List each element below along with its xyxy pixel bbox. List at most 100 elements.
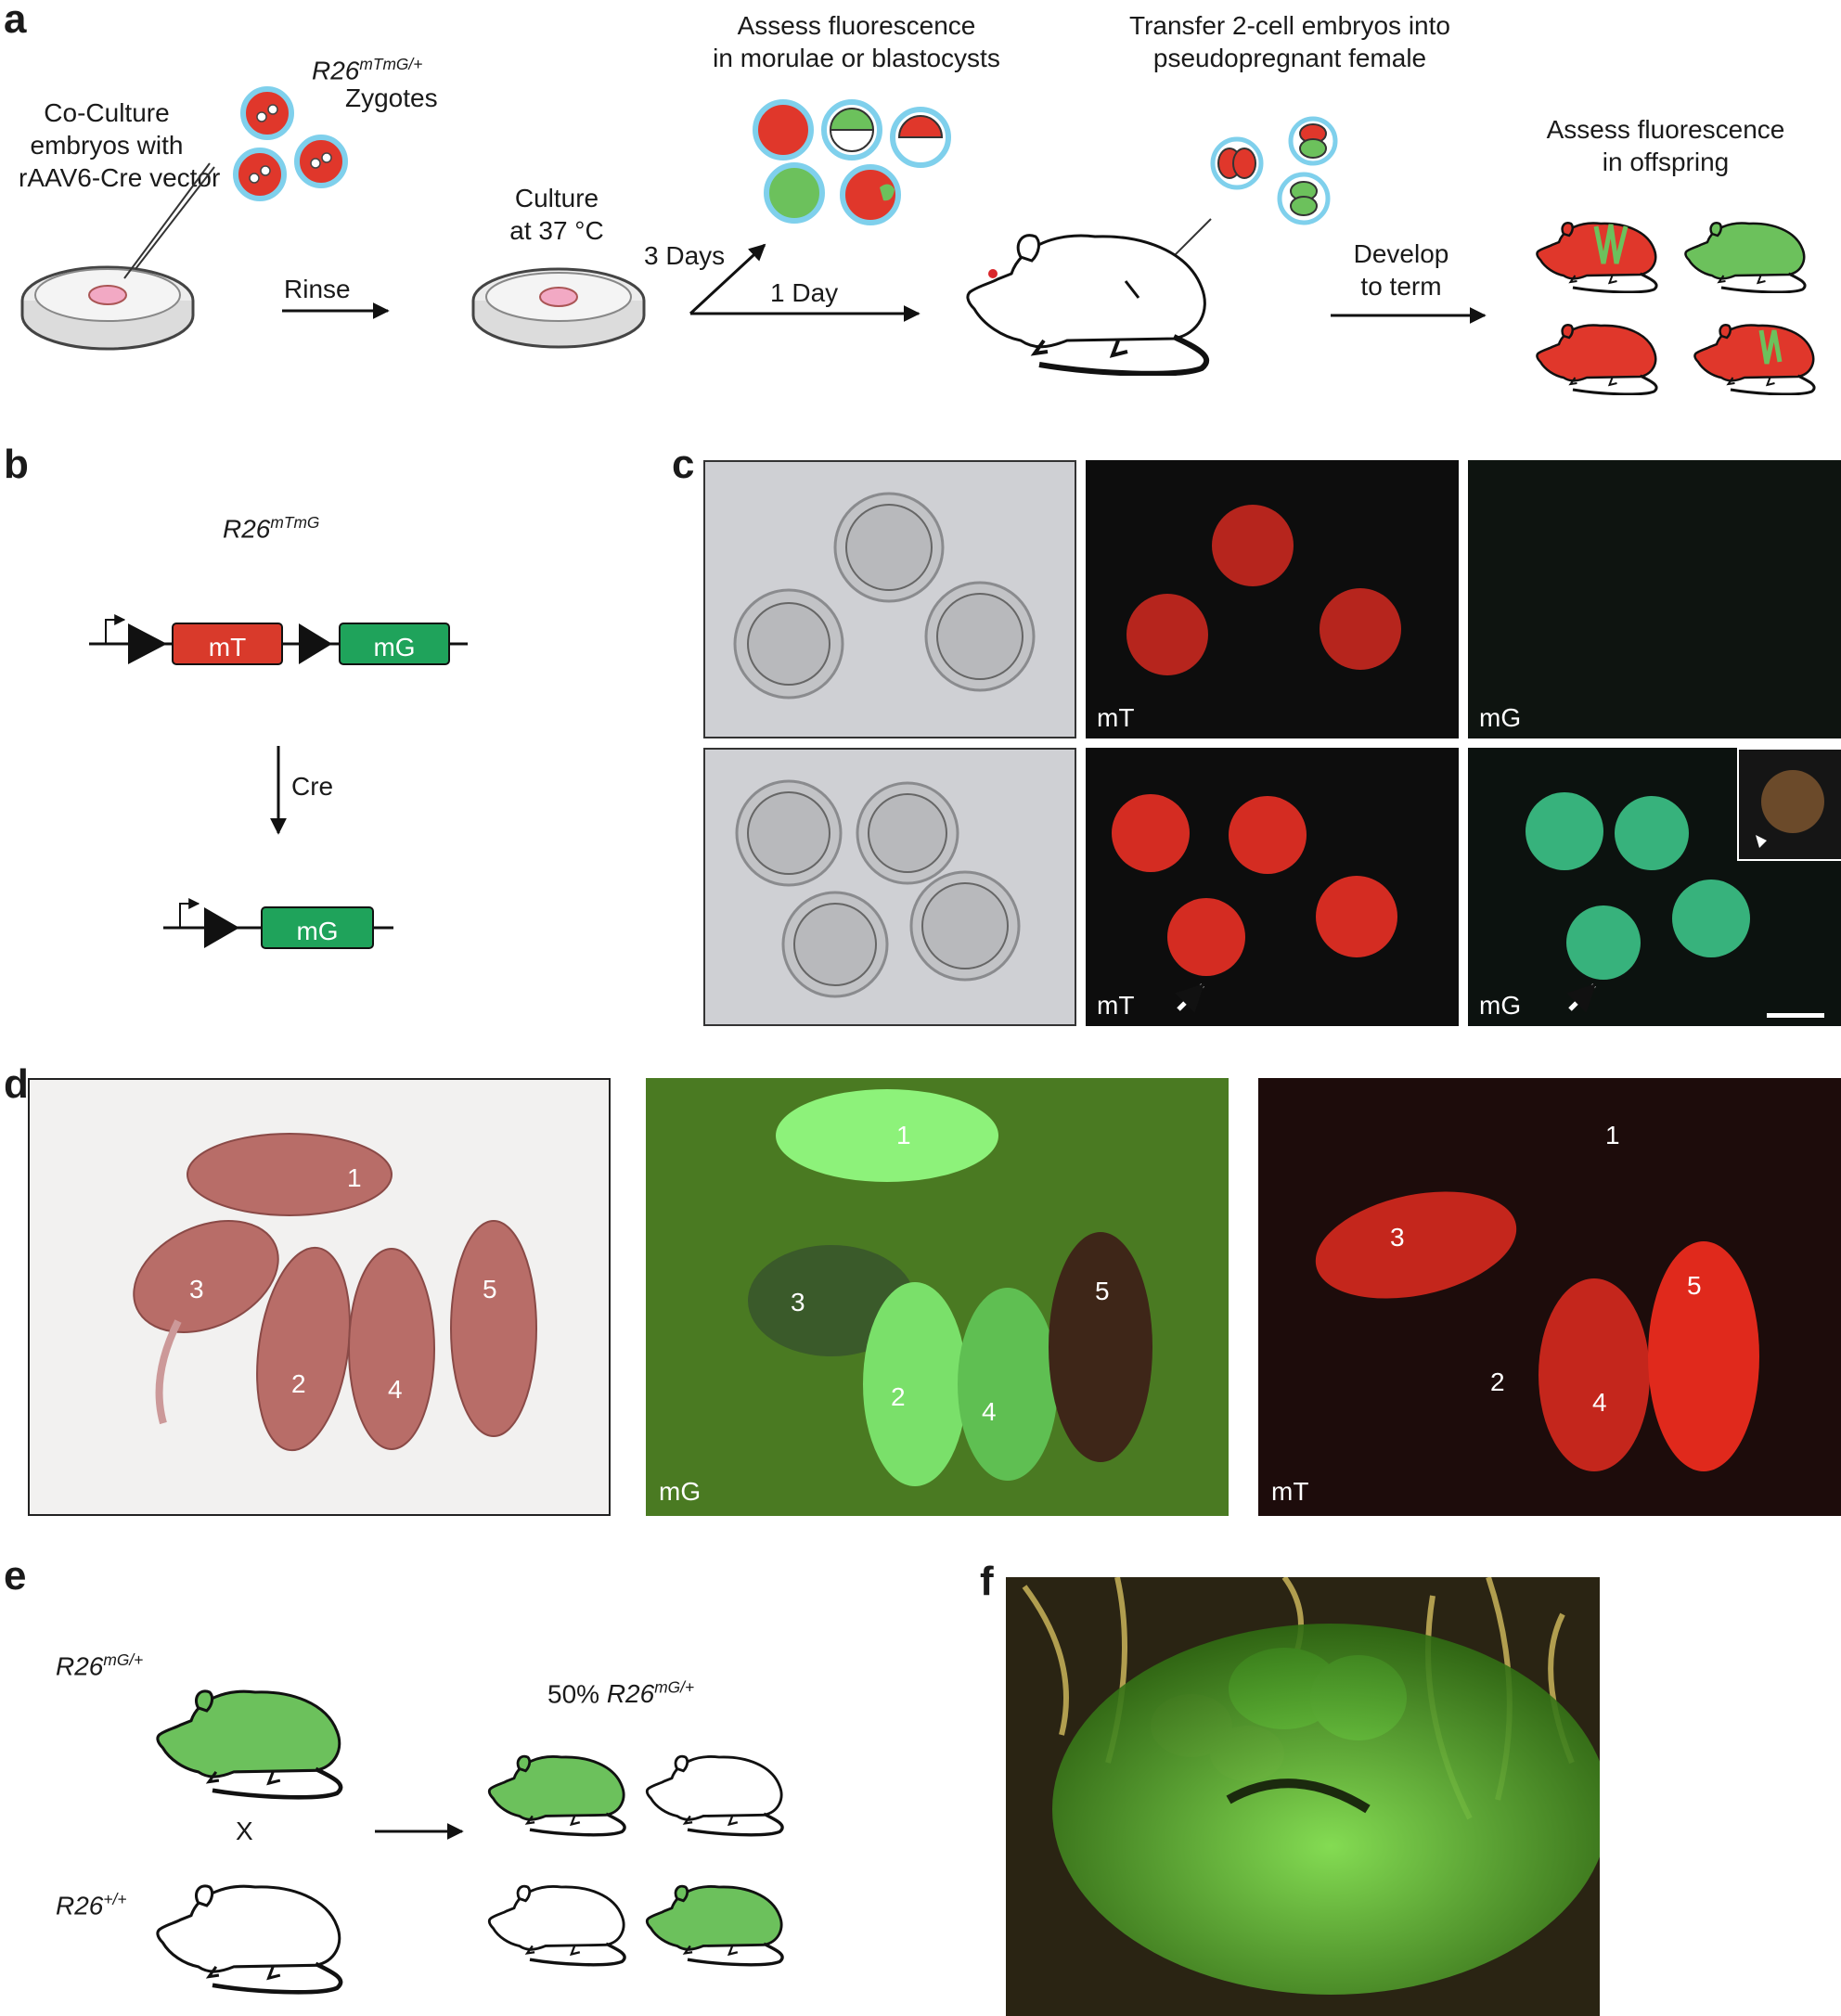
assess-embryo-line-2: in morulae or blastocysts (713, 44, 1000, 72)
culture-dish-1 (20, 162, 215, 351)
d-bf-number-2: 2 (291, 1369, 306, 1398)
offspring-e-white-1 (645, 1754, 784, 1837)
offspring-mouse-green (1683, 221, 1807, 293)
f-nest-scene (1022, 1577, 1600, 1995)
c-mG-inset (1737, 748, 1841, 861)
parent1-base: R26 (56, 1651, 104, 1681)
d-mG-number-2: 2 (891, 1382, 906, 1411)
c-brightfield-top (703, 460, 1076, 738)
box-mT-label: mT (208, 633, 247, 661)
parent1-sup: mG/+ (103, 1650, 144, 1669)
scale-bar (1767, 1013, 1824, 1018)
cre-label: Cre (291, 772, 334, 801)
allele-base: R26 (223, 514, 271, 544)
allele-sup: mTmG (270, 513, 320, 532)
d-pups-mG (748, 1089, 1152, 1486)
d-mT-label: mT (1271, 1477, 1309, 1506)
c-mG-arrow-icon (1566, 982, 1597, 1013)
result-genotype-base: R26 (606, 1679, 655, 1709)
offspring-e-green-2 (645, 1884, 784, 1967)
one-day-label: 1 Day (770, 278, 839, 307)
culture-label: Culture at 37 °C (487, 182, 626, 247)
d-pups-mT (1315, 1191, 1759, 1471)
panel-letter-d: d (4, 1061, 29, 1107)
two-cell-embryos (1126, 116, 1338, 303)
d-pups-brightfield (133, 1133, 537, 1452)
c-brightfield-bottom (703, 748, 1076, 1026)
d-mT-number-4: 4 (1592, 1388, 1607, 1417)
c-brightfield-bottom-embryos (735, 779, 1021, 998)
culture-line-1: Culture (514, 184, 599, 212)
parent2-base: R26 (56, 1891, 104, 1920)
three-days-label: 3 Days (644, 241, 726, 270)
c-mT-top-label: mT (1097, 703, 1135, 732)
c-mG-bottom: mG (1468, 748, 1841, 1026)
result-label: 50% R26mG/+ (547, 1672, 694, 1710)
c-mT-top: mT (1086, 460, 1459, 738)
d-mG-number-5: 5 (1095, 1277, 1110, 1305)
rinse-arrow (282, 302, 390, 319)
d-mG-number-3: 3 (791, 1288, 805, 1316)
develop-line-1: Develop (1353, 239, 1449, 268)
offspring-mouse-red (1535, 323, 1658, 395)
d-mG-number-4: 4 (982, 1397, 997, 1426)
offspring-mouse-mosaic-1 (1535, 221, 1658, 293)
box-mG2-label: mG (296, 917, 339, 945)
box-mG-label: mG (373, 633, 416, 661)
c-brightfield-top-embryos (733, 492, 1036, 700)
offspring-mouse-mosaic-2 (1693, 323, 1816, 395)
zygotes-genotype: R26mTmG/+ (312, 48, 422, 86)
assess-offspring-label: Assess fluorescence in offspring (1522, 113, 1809, 178)
embryo-illustration (753, 99, 951, 225)
d-mT-number-3: 3 (1390, 1223, 1405, 1252)
d-bf-number-5: 5 (483, 1275, 497, 1303)
d-mG-number-1: 1 (896, 1121, 911, 1149)
coculture-label: Co-Culture embryos with rAAV6-Cre vector (19, 96, 220, 194)
assess-embryo-line-1: Assess fluorescence (737, 11, 976, 40)
panel-letter-a: a (4, 0, 27, 42)
offspring-e-green-1 (487, 1754, 626, 1837)
transfer-label: Transfer 2-cell embryos into pseudopregn… (1100, 9, 1480, 74)
f-nest-photo (1006, 1577, 1600, 2016)
cre-arrow (270, 746, 287, 835)
coculture-line-1: Co-Culture (44, 98, 170, 127)
c-mG-bottom-embryos (1526, 792, 1750, 980)
mtmg-construct (89, 614, 468, 665)
c-mT-bottom-label: mT (1097, 991, 1135, 1020)
d-mT-number-5: 5 (1687, 1271, 1702, 1300)
c-mT-bottom-embryos (1112, 794, 1397, 976)
zygotes-illustration (233, 86, 348, 201)
develop-line-2: to term (1360, 272, 1442, 301)
result-genotype: R26mG/+ (606, 1678, 694, 1709)
d-bf-number-4: 4 (388, 1375, 403, 1404)
d-mT-photo: 1 2 3 4 5 mT (1258, 1078, 1841, 1516)
parent-mouse-white (148, 1865, 371, 2013)
culture-line-2: at 37 °C (509, 216, 604, 245)
zygotes-label: Zygotes (345, 83, 438, 112)
transfer-line-1: Transfer 2-cell embryos into (1129, 11, 1450, 40)
d-mT-number-1: 1 (1605, 1121, 1620, 1149)
parent-mouse-green (148, 1670, 371, 1818)
d-mG-label: mG (659, 1477, 702, 1506)
mg-construct (163, 898, 393, 949)
c-mG-inset-embryo (1756, 770, 1824, 848)
c-mG-top-label: mG (1479, 703, 1522, 732)
offspring-e-white-2 (487, 1884, 626, 1967)
culture-dish-2 (471, 267, 646, 349)
panel-letter-c: c (672, 442, 695, 487)
assess-embryo-label: Assess fluorescence in morulae or blasto… (694, 9, 1019, 74)
assess-offspring-line-2: in offspring (1602, 148, 1730, 176)
panel-letter-b: b (4, 442, 29, 487)
zygotes-genotype-sup: mTmG/+ (359, 55, 423, 73)
c-mT-bottom: mT (1086, 748, 1459, 1026)
develop-label: Develop to term (1341, 238, 1461, 302)
rinse-label: Rinse (284, 275, 351, 303)
transfer-line-2: pseudopregnant female (1152, 44, 1427, 72)
parent1-genotype: R26mG/+ (56, 1644, 143, 1682)
d-mT-number-2: 2 (1490, 1368, 1505, 1396)
cross-arrow (375, 1823, 464, 1840)
d-bf-number-3: 3 (189, 1275, 204, 1303)
zygotes-genotype-base: R26 (312, 56, 360, 85)
panel-letter-f: f (980, 1559, 994, 1604)
c-mT-arrow-icon (1175, 982, 1205, 1013)
